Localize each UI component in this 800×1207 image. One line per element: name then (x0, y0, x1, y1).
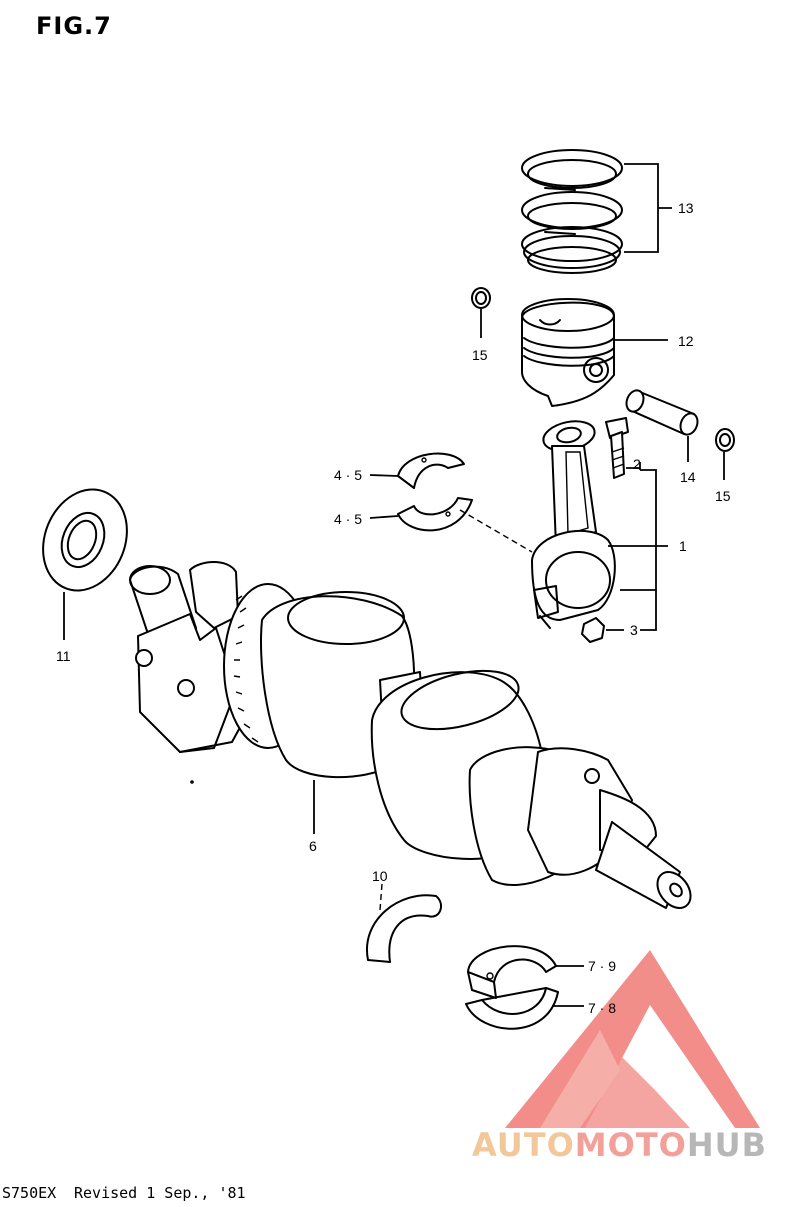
speck (190, 780, 194, 784)
conrod-bearing-upper (397, 452, 465, 489)
leader-10 (379, 883, 383, 911)
callout-6: 6 (309, 838, 317, 854)
callout-11: 11 (56, 648, 71, 664)
main-bearing-lower (465, 987, 559, 1030)
main-bearing-upper (467, 945, 557, 999)
leader-45b (369, 515, 399, 519)
leader-2 (620, 462, 657, 591)
callout-15-right: 15 (715, 488, 731, 504)
leader-3 (606, 590, 657, 631)
callout-12: 12 (678, 333, 694, 349)
conrod-bolt (605, 417, 629, 479)
piston (521, 298, 615, 407)
callout-14: 14 (680, 469, 696, 485)
piston-rings (521, 149, 623, 274)
circlip-right (715, 428, 735, 452)
conrod-bearing-lower (397, 497, 473, 532)
leader-45a (369, 474, 399, 477)
thrust-washer (365, 894, 443, 963)
callout-1: 1 (679, 538, 687, 554)
crankshaft (129, 561, 692, 909)
callout-7-9: 7 · 9 (588, 958, 617, 974)
watermark-moto: MOTO (574, 1126, 687, 1164)
conrod-nut (581, 617, 605, 643)
circlip-upper (471, 287, 491, 309)
callout-10: 10 (372, 868, 388, 884)
connecting-rod (531, 420, 616, 629)
oil-seal (42, 488, 128, 592)
model-code: S750EX (2, 1184, 57, 1202)
revision-note: Revised 1 Sep., '81 (74, 1184, 246, 1202)
piston-pin (625, 389, 699, 436)
watermark-text: AUTOMOTOHUB (472, 1126, 767, 1164)
callout-15-upper: 15 (472, 347, 488, 363)
callout-3: 3 (630, 622, 638, 638)
watermark-hub: HUB (686, 1126, 768, 1164)
figure-title: FIG.7 (36, 12, 112, 40)
assembly-line-bearing (459, 509, 533, 553)
watermark-auto: AUTO (472, 1126, 575, 1164)
callout-4-5-upper: 4 · 5 (334, 467, 363, 483)
callout-7-8: 7 · 8 (588, 1000, 617, 1016)
callout-2: 2 (633, 456, 641, 472)
leader-13 (624, 163, 672, 253)
watermark-logo (505, 950, 760, 1128)
callout-4-5-lower: 4 · 5 (334, 511, 363, 527)
callout-13: 13 (678, 200, 694, 216)
